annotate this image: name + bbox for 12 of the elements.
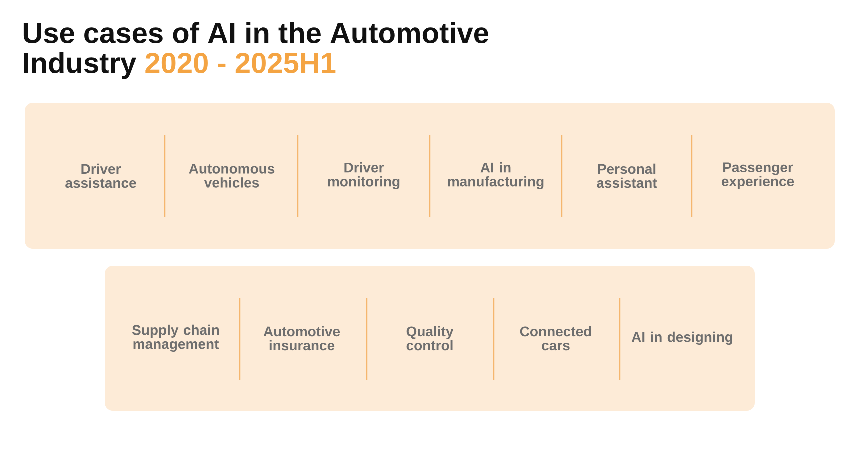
use-case-label: Personal assistant [597, 164, 658, 188]
use-case-label: AI in designing [632, 332, 733, 346]
use-case-label: Automotive insurance [264, 326, 340, 351]
use-case-label: Autonomous vehicles [189, 164, 275, 188]
use-case-label: Driver assistance [66, 164, 136, 188]
use-case-label: Driver monitoring [328, 162, 400, 190]
use-case-label: AI in manufacturing [448, 162, 544, 190]
use-case-label: Quality control [406, 326, 454, 351]
use-case-label: Connected cars [520, 326, 592, 351]
use-case-label: Passenger experience [722, 162, 794, 190]
use-case-label: Supply chain management [132, 324, 220, 352]
title: Use cases of AI in the Automotive Industry 2020 - 2025H1 [24, 22, 488, 80]
